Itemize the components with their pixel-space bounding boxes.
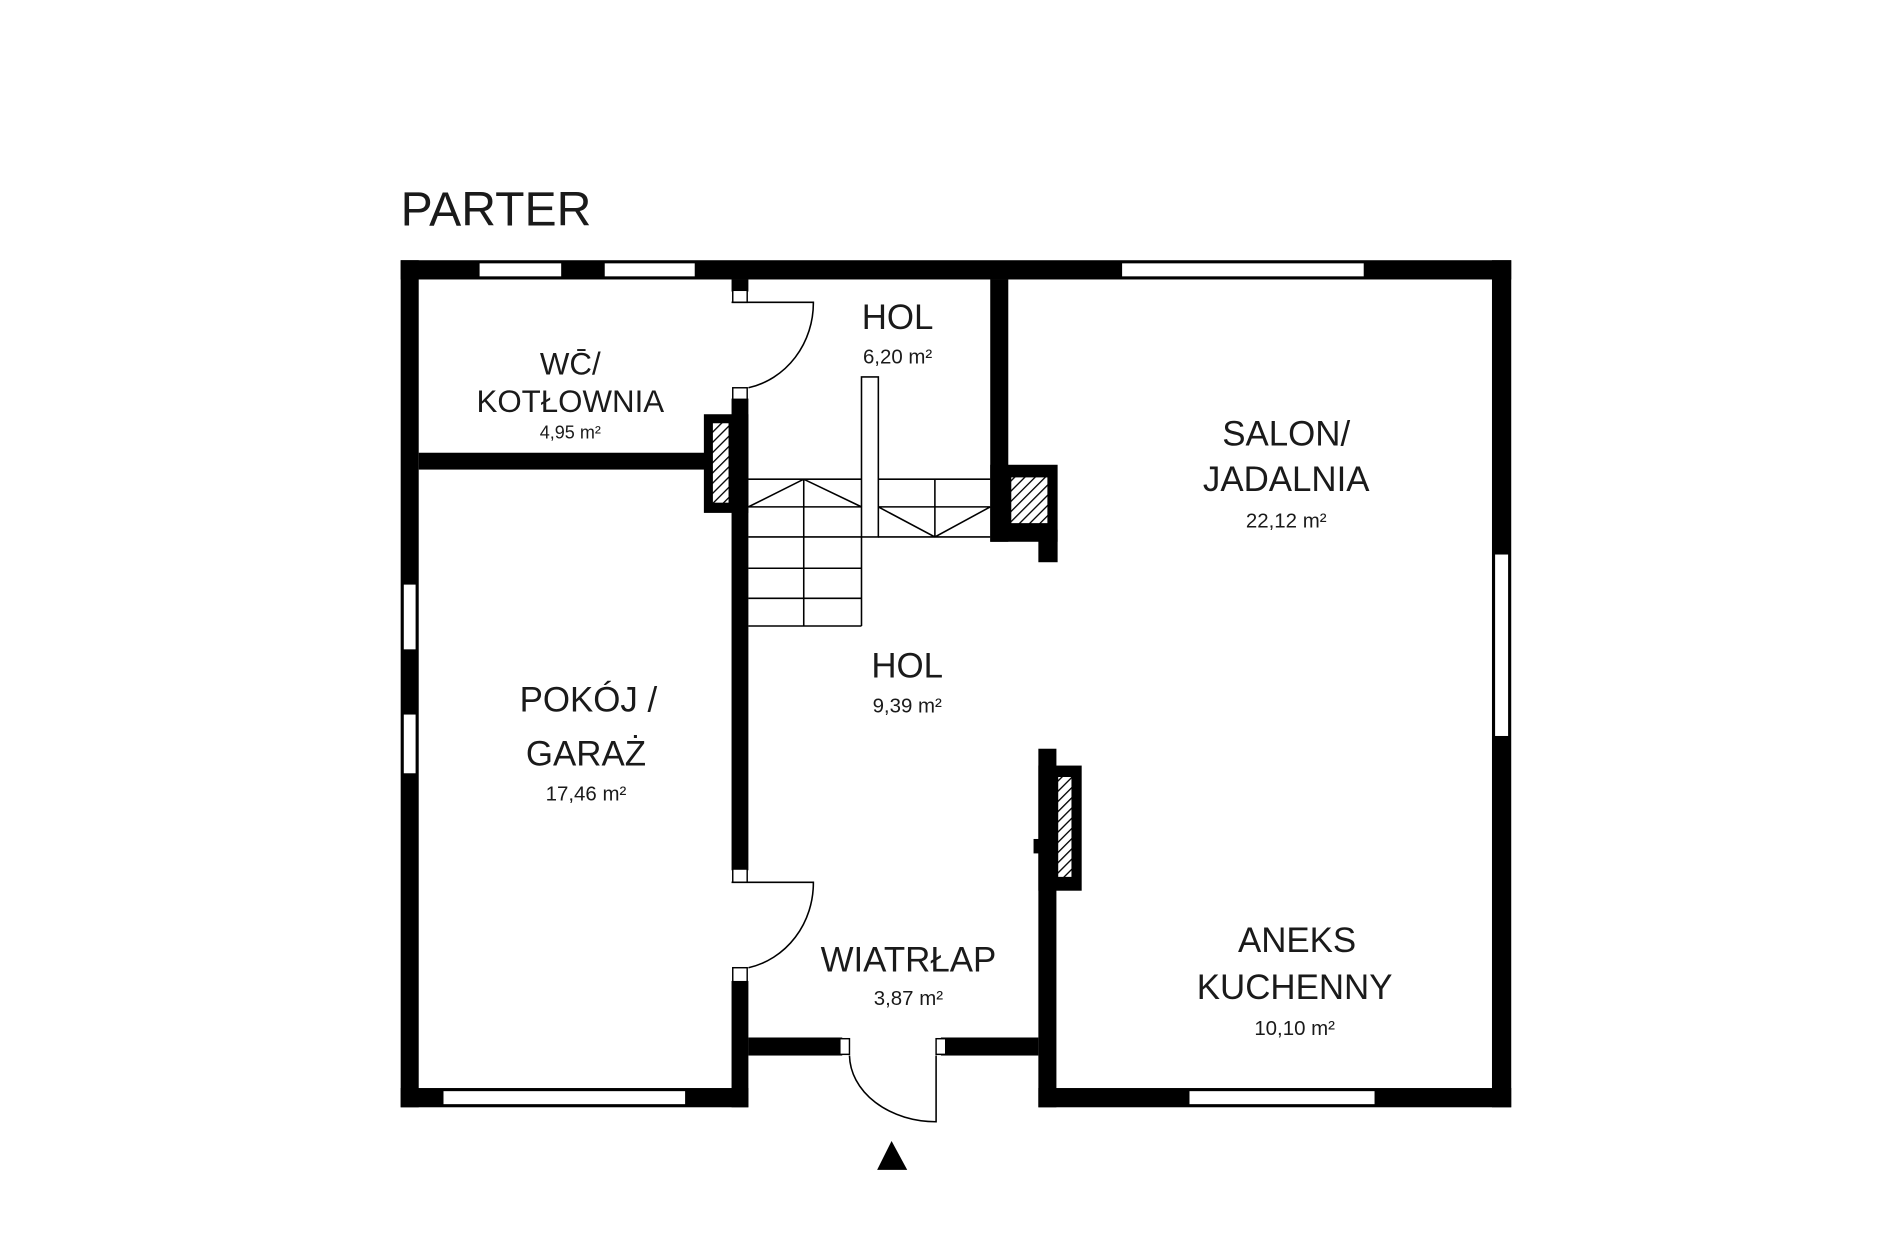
room-hol-upper-area: 6,20 m² (863, 346, 932, 369)
wall-vestibule-bottom (748, 1037, 843, 1056)
room-hol-lower-area: 9,39 m² (873, 695, 942, 718)
room-hol-lower-name: HOL (871, 647, 943, 686)
room-aneks-name-1: ANEKS (1238, 921, 1356, 960)
door-wc (731, 301, 815, 389)
window (1120, 261, 1366, 278)
door-entrance (848, 1055, 937, 1123)
doors (731, 301, 937, 1123)
stair-handrail (860, 376, 880, 538)
chimney-left-hatch (711, 422, 730, 504)
room-pokoj-name-1: POKÓJ / (520, 680, 658, 719)
room-pokoj-name-2: GARAŻ (526, 735, 646, 774)
room-wiatrolap-area: 3,87 m² (874, 987, 943, 1010)
window (478, 261, 563, 278)
room-wc-name-1: WC̄/ (540, 347, 601, 382)
room-wc-name-2: KOTŁOWNIA (477, 384, 665, 419)
wall-left (400, 260, 419, 1108)
door-jamb (732, 966, 748, 983)
door-jamb (935, 1037, 947, 1056)
door-jamb (839, 1037, 851, 1056)
wall-wc-bottom (418, 452, 708, 470)
wall-hall-left (731, 980, 749, 1108)
chimney-kitchen-hatch (1057, 775, 1073, 879)
room-pokoj-area: 17,46 m² (546, 782, 627, 805)
chimney-salon-leg (1038, 529, 1058, 563)
room-salon-name-2: JADALNIA (1203, 460, 1370, 499)
chimney-salon-hatch (1010, 476, 1049, 525)
room-hol-upper-name: HOL (862, 298, 934, 337)
window (402, 713, 418, 775)
stairs-left-flight (748, 478, 863, 627)
wall-vestibule-bottom (940, 1037, 1039, 1056)
door-jamb (732, 289, 748, 304)
window (442, 1089, 687, 1106)
wall-hall-left (731, 398, 749, 871)
window (402, 583, 418, 651)
wall-stub (1033, 838, 1040, 854)
room-salon-name-1: SALON/ (1222, 415, 1350, 454)
window (603, 261, 697, 278)
window (1188, 1089, 1376, 1106)
entrance-arrow-icon (877, 1140, 908, 1170)
windows (402, 261, 1510, 1106)
floor-title: PARTER (401, 182, 592, 236)
room-aneks-area: 10,10 m² (1254, 1017, 1335, 1040)
interior-walls (418, 279, 1082, 1108)
room-wc-area: 4,95 m² (540, 422, 601, 442)
wall-hall-left (731, 279, 749, 292)
door-pokoj (731, 881, 815, 969)
window (1493, 553, 1510, 738)
door-jamb (732, 868, 748, 884)
room-salon-area: 22,12 m² (1246, 509, 1327, 532)
door-jamb (732, 387, 748, 401)
room-labels: HOL 6,20 m² WC̄/ KOTŁOWNIA 4,95 m² SALON… (477, 298, 1393, 1040)
room-wiatrolap-name: WIATRŁAP (821, 940, 997, 979)
stairs-right-flight (877, 478, 991, 538)
room-aneks-name-2: KUCHENNY (1197, 968, 1393, 1007)
stairs (748, 376, 991, 627)
